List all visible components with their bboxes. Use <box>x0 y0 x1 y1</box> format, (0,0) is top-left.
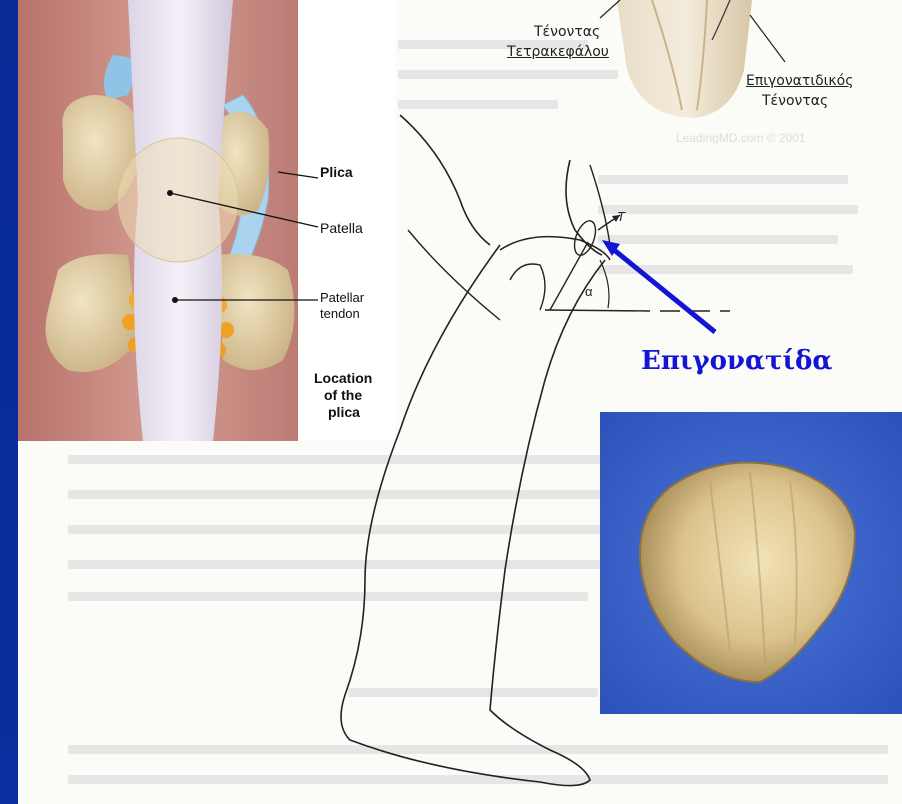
slide-left-band <box>0 0 18 804</box>
top-leader-lines <box>590 0 820 80</box>
patellar-tendon-label-line2: Τένοντας <box>762 93 828 109</box>
location-label-line3: plica <box>328 404 360 420</box>
patellar-tendon-label-line2: tendon <box>320 306 360 321</box>
angle-label-alpha: α <box>585 284 593 299</box>
plica-label: Plica <box>320 164 353 180</box>
quad-tendon-label-line2: Τετρακεφάλου <box>507 44 609 60</box>
patella-callout-label: Επιγονατίδα <box>641 346 832 376</box>
patellar-tendon-label-line1: Επιγονατιδικός <box>746 73 853 89</box>
patella-photo <box>600 412 902 714</box>
location-label-line1: Location <box>314 370 372 386</box>
patellar-tendon-label-line1: Patellar <box>320 290 364 305</box>
location-label-line2: of the <box>324 387 362 403</box>
knee-anatomy-illustration: Plica Patella Patellar tendon Location o… <box>18 0 395 441</box>
quad-tendon-label-line1: Τένοντας <box>534 24 600 40</box>
force-label-T: T <box>617 209 625 224</box>
patella-label: Patella <box>320 220 363 236</box>
